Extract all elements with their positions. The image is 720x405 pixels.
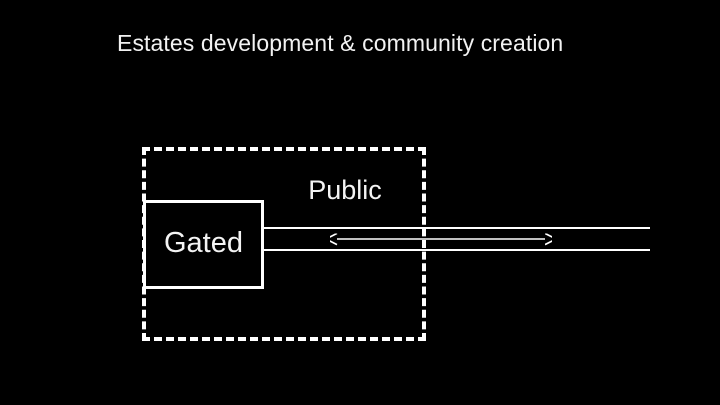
gated-zone-boundary: [143, 200, 264, 289]
public-zone-label: Public: [308, 175, 382, 205]
corridor-rail-top: [264, 227, 650, 229]
gated-zone-label: Gated: [164, 227, 243, 259]
corridor-rail-bottom: [264, 249, 650, 251]
page-title: Estates development & community creation: [117, 30, 564, 56]
bidirectional-flow-arrow-icon: [330, 229, 552, 249]
